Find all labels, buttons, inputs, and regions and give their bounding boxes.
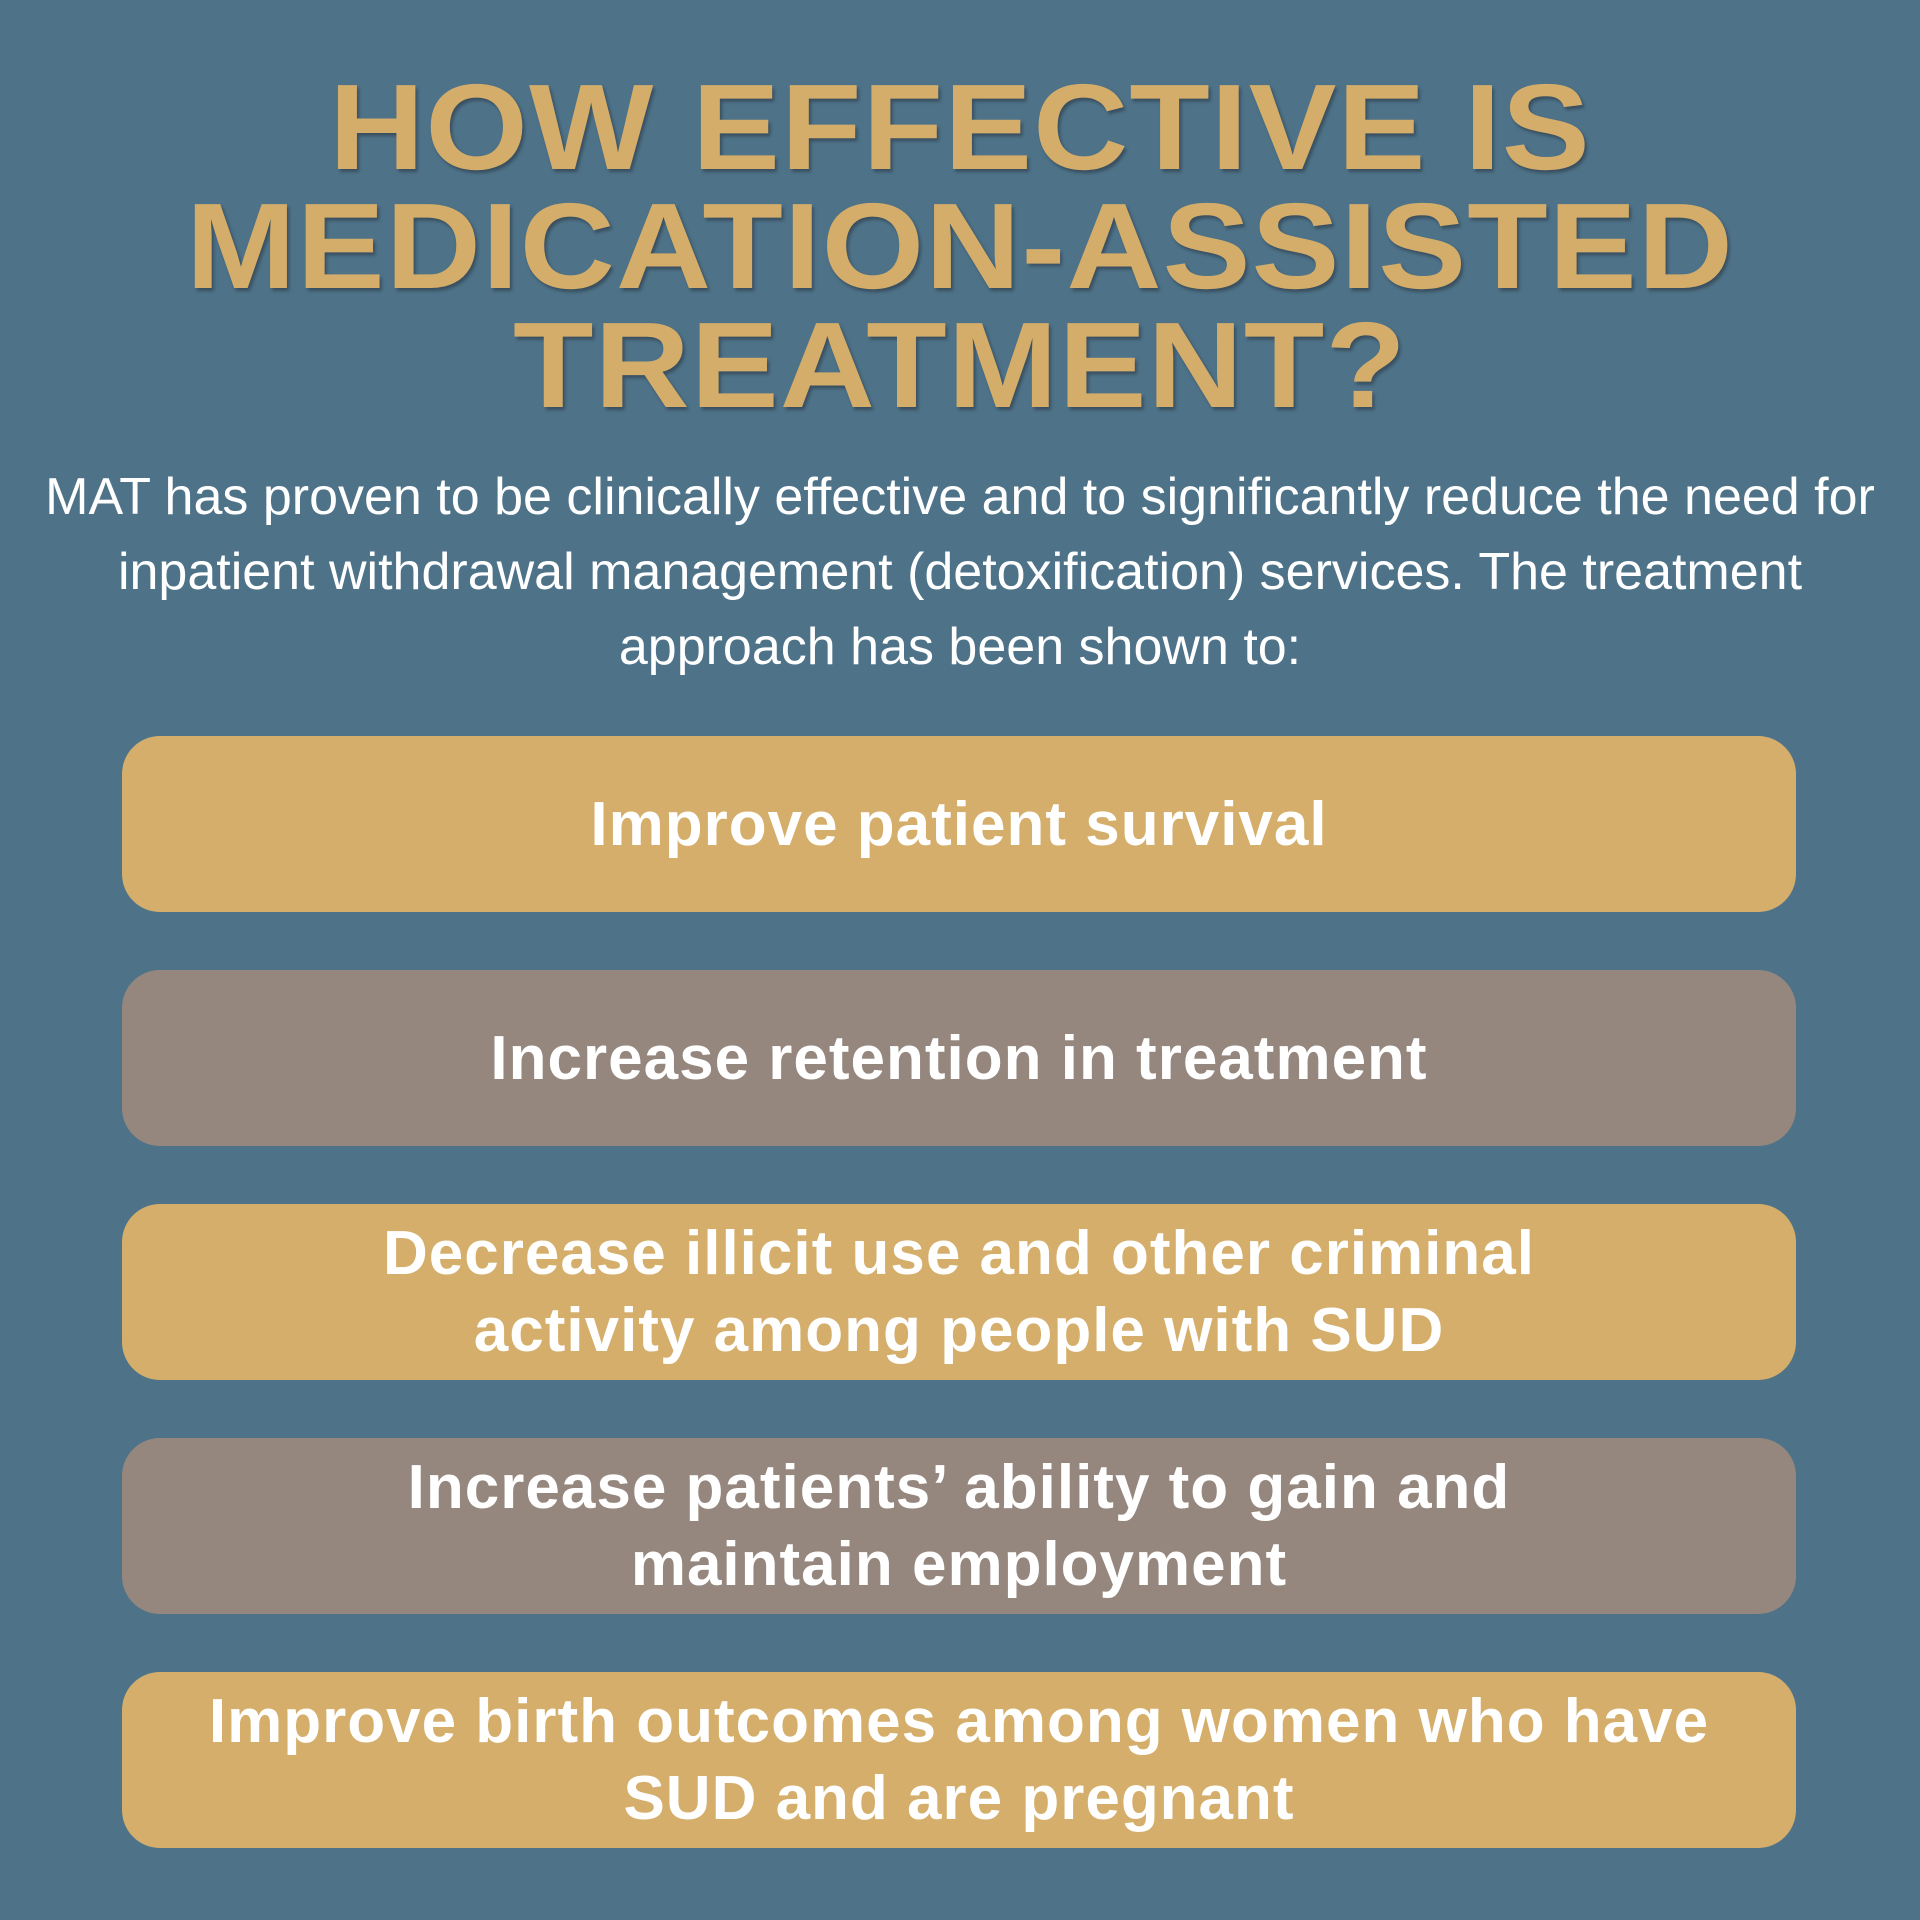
title-line-3: TREATMENT? — [513, 297, 1407, 433]
benefit-label: Improve patient survival — [590, 789, 1328, 859]
page-title: HOW EFFECTIVE IS MEDICATION-ASSISTED TRE… — [0, 59, 1920, 433]
benefit-card: Decrease illicit use and other criminal … — [122, 1204, 1796, 1380]
benefit-label: Improve birth outcomes among women who h… — [208, 1687, 1710, 1833]
title-line-2: MEDICATION-ASSISTED — [185, 178, 1734, 314]
benefit-label: Decrease illicit use and other criminal … — [382, 1219, 1535, 1365]
benefit-label: Increase patients’ ability to gain and m… — [407, 1453, 1511, 1599]
benefit-card: Increase retention in treatment — [122, 970, 1796, 1146]
benefit-card: Improve patient survival — [122, 736, 1796, 912]
benefit-label: Increase retention in treatment — [490, 1023, 1428, 1093]
benefit-card: Improve birth outcomes among women who h… — [122, 1672, 1796, 1848]
intro-paragraph: MAT has proven to be clinically effectiv… — [45, 468, 1875, 676]
title-line-1: HOW EFFECTIVE IS — [329, 59, 1591, 195]
benefit-card: Increase patients’ ability to gain and m… — [122, 1438, 1796, 1614]
